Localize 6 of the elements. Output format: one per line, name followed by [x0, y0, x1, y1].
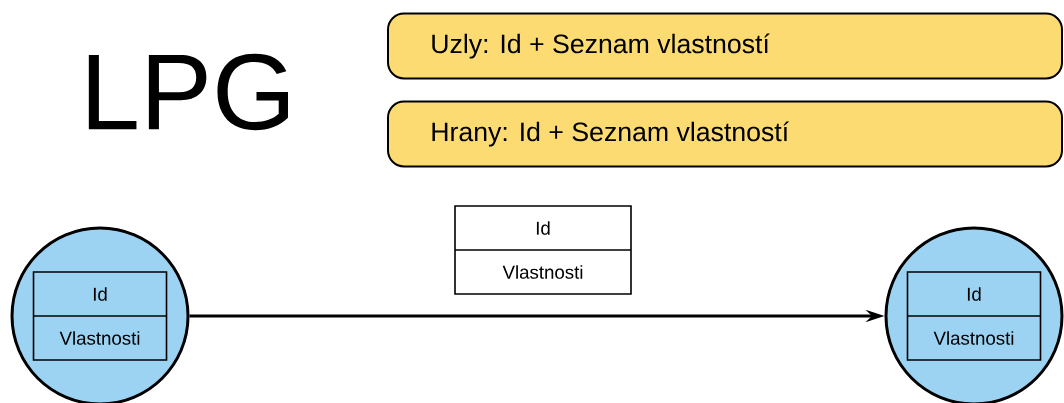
title: LPG	[88, 53, 288, 131]
property-table: Id Vlastnosti	[454, 205, 632, 295]
property-table: Id Vlastnosti	[32, 271, 168, 361]
info-banner: Uzly: Id + Seznam vlastností	[387, 12, 1063, 80]
info-banner: Hrany: Id + Seznam vlastností	[387, 100, 1063, 168]
property-table: Id Vlastnosti	[906, 271, 1042, 361]
